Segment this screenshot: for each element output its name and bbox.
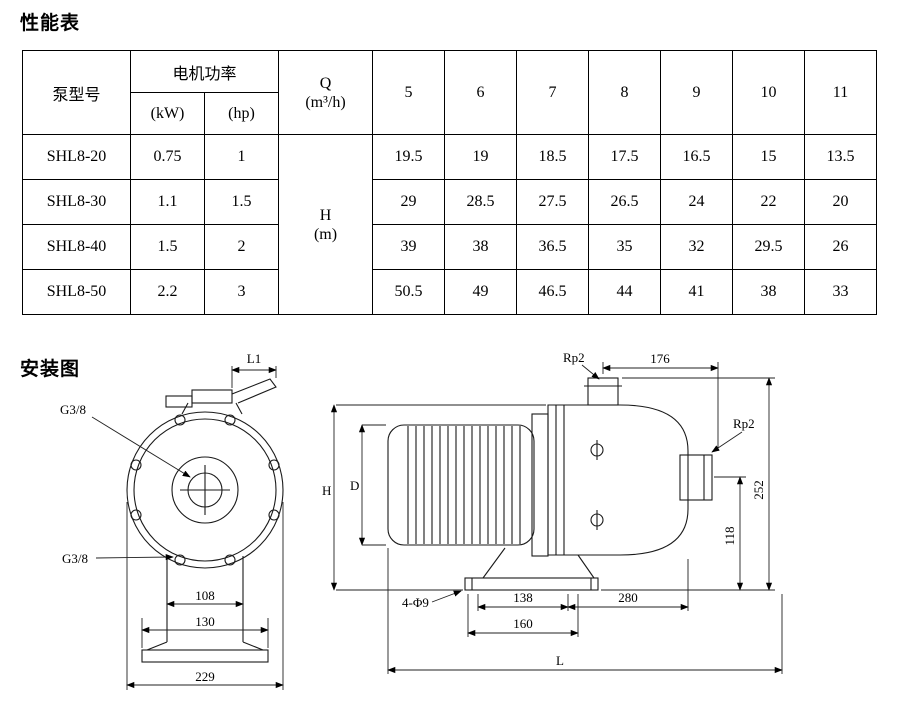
- table-row: SHL8-20 0.75 1 H (m) 19.5 19 18.5 17.5 1…: [22, 134, 877, 315]
- side-view-dimension-lines: [330, 362, 783, 674]
- flow-value-header: 11: [804, 50, 877, 135]
- head-value-cell: 17.5: [588, 134, 661, 180]
- pump-model-header: 泵型号: [22, 50, 131, 135]
- hp-cell: 3: [204, 269, 279, 315]
- pump-model-cell: SHL8-20: [22, 134, 131, 180]
- hp-cell: 1.5: [204, 179, 279, 225]
- dim-130-label: 130: [195, 614, 215, 629]
- head-value-cell: 18.5: [516, 134, 589, 180]
- performance-table-title: 性能表: [20, 13, 81, 34]
- dim-108-label: 108: [195, 588, 215, 603]
- head-value-cell: 44: [588, 269, 661, 315]
- head-value-cell: 39: [372, 224, 445, 270]
- performance-table: 泵型号 电机功率 Q (m³/h) 5 6 7 8 9 10 11 (kW) (…: [22, 50, 877, 315]
- table-row: SHL8-40 1.5 2 39 38 36.5 35 32 29.5 26: [22, 224, 877, 270]
- head-value-cell: 13.5: [804, 134, 877, 180]
- head-value-cell: 20: [804, 179, 877, 225]
- front-view-dimension-lines: [91, 366, 284, 690]
- pump-model-cell: SHL8-40: [22, 224, 131, 270]
- dim-160-label: 160: [513, 616, 533, 631]
- hp-cell: 1: [204, 134, 279, 180]
- flow-value-header: 8: [588, 50, 661, 135]
- hp-cell: 2: [204, 224, 279, 270]
- q-label: Q: [319, 74, 332, 92]
- pump-model-cell: SHL8-50: [22, 269, 131, 315]
- head-h-unit-cell: H (m): [278, 134, 373, 315]
- kw-cell: 1.5: [130, 224, 205, 270]
- kw-cell: 1.1: [130, 179, 205, 225]
- dim-118-label: 118: [722, 526, 737, 545]
- head-value-cell: 49: [444, 269, 517, 315]
- table-row: SHL8-50 2.2 3 50.5 49 46.5 44 41 38 33: [22, 269, 877, 315]
- head-value-cell: 24: [660, 179, 733, 225]
- head-value-cell: 46.5: [516, 269, 589, 315]
- head-value-cell: 50.5: [372, 269, 445, 315]
- dim-138-label: 138: [513, 590, 533, 605]
- head-value-cell: 38: [444, 224, 517, 270]
- kw-cell: 2.2: [130, 269, 205, 315]
- header-row-1: 泵型号 电机功率 Q (m³/h) 5 6 7 8 9 10 11: [22, 50, 877, 135]
- h-unit: (m): [313, 225, 338, 243]
- head-value-cell: 36.5: [516, 224, 589, 270]
- dim-280-label: 280: [618, 590, 638, 605]
- head-value-cell: 16.5: [660, 134, 733, 180]
- head-value-cell: 15: [732, 134, 805, 180]
- port-rp2-top-label: Rp2: [563, 350, 585, 365]
- pump-side-body: [387, 377, 713, 591]
- dim-176-label: 176: [650, 351, 670, 366]
- head-value-cell: 33: [804, 269, 877, 315]
- head-value-cell: 26: [804, 224, 877, 270]
- pump-front-body: [126, 378, 284, 663]
- dim-252-label: 252: [751, 480, 766, 500]
- flow-value-header: 7: [516, 50, 589, 135]
- table-row: SHL8-30 1.1 1.5 29 28.5 27.5 26.5 24 22 …: [22, 179, 877, 225]
- dim-l1-label: L1: [247, 351, 261, 366]
- dim-d-label: D: [350, 478, 359, 493]
- kw-header: (kW): [130, 92, 205, 135]
- hp-header: (hp): [204, 92, 279, 135]
- flow-value-header: 5: [372, 50, 445, 135]
- head-value-cell: 19: [444, 134, 517, 180]
- front-view-drawing: L1 G3/8 G3/8 108 130 229: [60, 351, 284, 690]
- head-value-cell: 26.5: [588, 179, 661, 225]
- port-rp2-right-label: Rp2: [733, 416, 755, 431]
- bolt-holes-label: 4-Φ9: [402, 595, 429, 610]
- head-value-cell: 27.5: [516, 179, 589, 225]
- head-value-cell: 22: [732, 179, 805, 225]
- flow-value-header: 10: [732, 50, 805, 135]
- head-value-cell: 19.5: [372, 134, 445, 180]
- dim-l-label: L: [556, 653, 564, 668]
- head-value-cell: 38: [732, 269, 805, 315]
- side-view-drawing: Rp2 176 Rp2 H D 252 118 4-Φ9 138 280 160…: [322, 350, 783, 674]
- port-g38-top-label: G3/8: [60, 402, 86, 417]
- dim-229-label: 229: [195, 669, 215, 684]
- pump-model-cell: SHL8-30: [22, 179, 131, 225]
- flow-q-header: Q (m³/h): [278, 50, 373, 135]
- kw-cell: 0.75: [130, 134, 205, 180]
- head-value-cell: 32: [660, 224, 733, 270]
- motor-power-header: 电机功率: [130, 50, 279, 93]
- flow-value-header: 9: [660, 50, 733, 135]
- port-g38-bottom-label: G3/8: [62, 551, 88, 566]
- head-value-cell: 29.5: [732, 224, 805, 270]
- head-value-cell: 29: [372, 179, 445, 225]
- head-value-cell: 35: [588, 224, 661, 270]
- header-row-2: (kW) (hp): [23, 92, 877, 135]
- head-value-cell: 28.5: [444, 179, 517, 225]
- head-value-cell: 41: [660, 269, 733, 315]
- installation-diagram-title: 安装图: [20, 359, 81, 380]
- flow-value-header: 6: [444, 50, 517, 135]
- h-label: H: [319, 206, 332, 224]
- q-unit: (m³/h): [305, 93, 346, 111]
- dim-h-label: H: [322, 483, 331, 498]
